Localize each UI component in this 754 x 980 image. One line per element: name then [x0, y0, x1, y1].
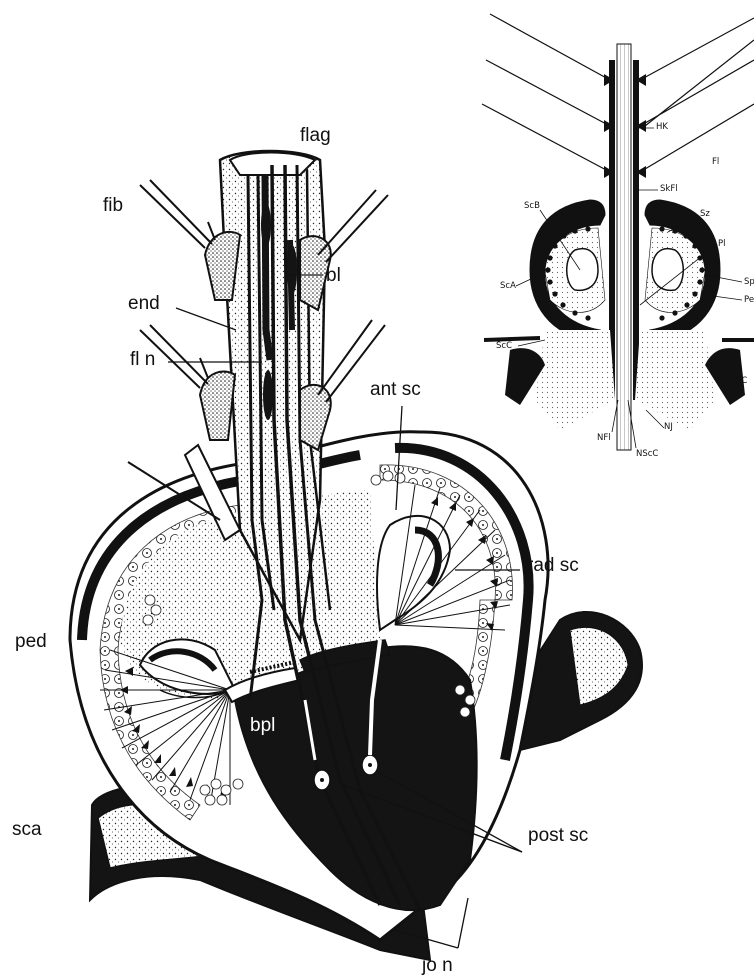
inset-label-nj: NJ — [664, 423, 673, 432]
label-bl: bl — [326, 266, 341, 285]
inset-label-nfl: NFl — [597, 434, 611, 443]
inset-label-sca: ScA — [500, 282, 516, 291]
inset-central-axis — [617, 44, 631, 450]
inset-label-pe: Pe — [744, 296, 754, 305]
inset-diagram — [482, 14, 754, 450]
label-ant-sc: ant sc — [370, 380, 421, 399]
inset-label-scb: ScB — [524, 202, 540, 211]
inset-label-hk: HK — [656, 123, 668, 132]
label-jo-n: jo n — [422, 956, 453, 975]
label-bpl: bpl — [250, 716, 275, 735]
inset-label-nscc: NScC — [636, 450, 658, 459]
inset-label-sc: SC — [736, 377, 747, 386]
inset-label-sp: Sp — [744, 278, 754, 287]
inset-left-capsule — [505, 200, 615, 430]
label-rad-sc: rad sc — [527, 556, 579, 575]
inset-label-sz: Sz — [700, 210, 710, 219]
inset-right-capsule — [635, 200, 754, 430]
inset-label-pl: Pl — [718, 240, 726, 249]
inset-label-fl: Fl — [712, 158, 719, 167]
label-fl-n: fl n — [130, 350, 155, 369]
inset-label-skfl: SkFl — [660, 185, 678, 194]
label-flag: flag — [300, 126, 331, 145]
label-fib: fib — [103, 196, 123, 215]
inset-label-scc: ScC — [496, 342, 512, 351]
label-end: end — [128, 294, 160, 313]
label-post-sc: post sc — [528, 826, 588, 845]
label-sca: sca — [12, 820, 42, 839]
label-ped: ped — [15, 632, 47, 651]
